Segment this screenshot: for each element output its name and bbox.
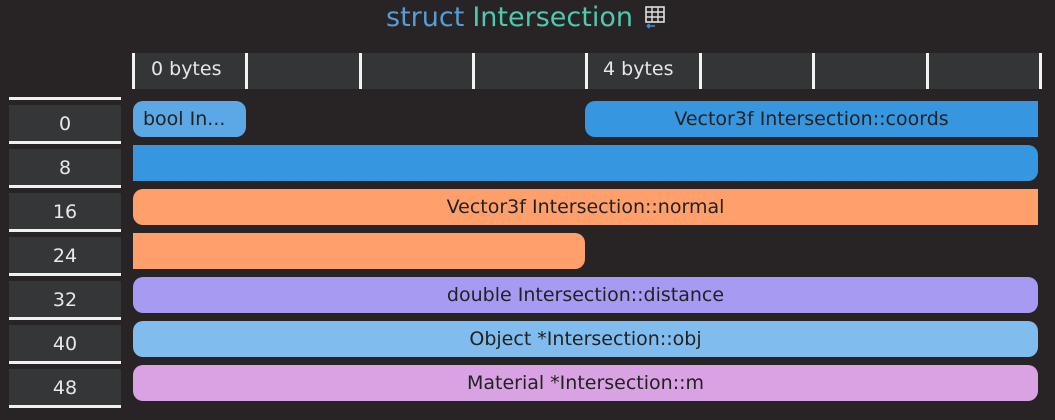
field-double-distance[interactable]: double Intersection::distance [133, 277, 1038, 313]
offset-label: 16 [9, 193, 121, 231]
offset-divider [9, 273, 121, 276]
ruler-tick [245, 53, 248, 89]
ruler-tick [926, 53, 929, 89]
offset-label: 8 [9, 149, 121, 187]
ruler-tick [1039, 53, 1042, 89]
field-label: double Intersection::distance [446, 284, 725, 306]
field-label: Material *Intersection::m [466, 372, 705, 394]
offset-divider [9, 185, 121, 188]
offset-label: 24 [9, 237, 121, 275]
struct-title: struct Intersection [0, 0, 1055, 34]
offset-divider [9, 141, 121, 144]
field-label: Vector3f Intersection::coords [674, 108, 949, 130]
ruler-label-4-bytes: 4 bytes [603, 58, 674, 80]
field-vector3f-normal[interactable]: Vector3f Intersection::normal [133, 189, 1038, 225]
struct-type-name[interactable]: Intersection [472, 1, 633, 33]
ruler-label-0-bytes: 0 bytes [151, 58, 222, 80]
ruler-tick [812, 53, 815, 89]
ruler-tick [359, 53, 362, 89]
field-bool-happened[interactable]: bool In... [133, 101, 246, 137]
field-label: bool In... [143, 108, 226, 130]
ruler-tick [585, 53, 588, 89]
offset-label: 48 [9, 369, 121, 407]
memory-layout-icon[interactable] [643, 4, 669, 30]
offset-label: 32 [9, 281, 121, 319]
field-vector3f-coords-continued[interactable] [133, 145, 1038, 181]
ruler-tick [132, 53, 135, 89]
field-label: Vector3f Intersection::normal [446, 196, 725, 218]
offset-divider [9, 361, 121, 364]
field-material-pointer-m[interactable]: Material *Intersection::m [133, 365, 1038, 401]
field-label: Object *Intersection::obj [469, 328, 702, 350]
struct-keyword: struct [386, 1, 465, 33]
offset-divider [9, 229, 121, 232]
field-vector3f-normal-continued[interactable] [133, 233, 585, 269]
field-vector3f-coords[interactable]: Vector3f Intersection::coords [585, 101, 1038, 137]
byte-ruler: 0 bytes 4 bytes [132, 53, 1042, 89]
offset-divider [9, 405, 121, 408]
offset-label: 0 [9, 105, 121, 143]
ruler-tick [472, 53, 475, 89]
offset-divider [9, 97, 121, 100]
field-object-pointer-obj[interactable]: Object *Intersection::obj [133, 321, 1038, 357]
ruler-tick [699, 53, 702, 89]
offset-divider [9, 317, 121, 320]
offset-label: 40 [9, 325, 121, 363]
